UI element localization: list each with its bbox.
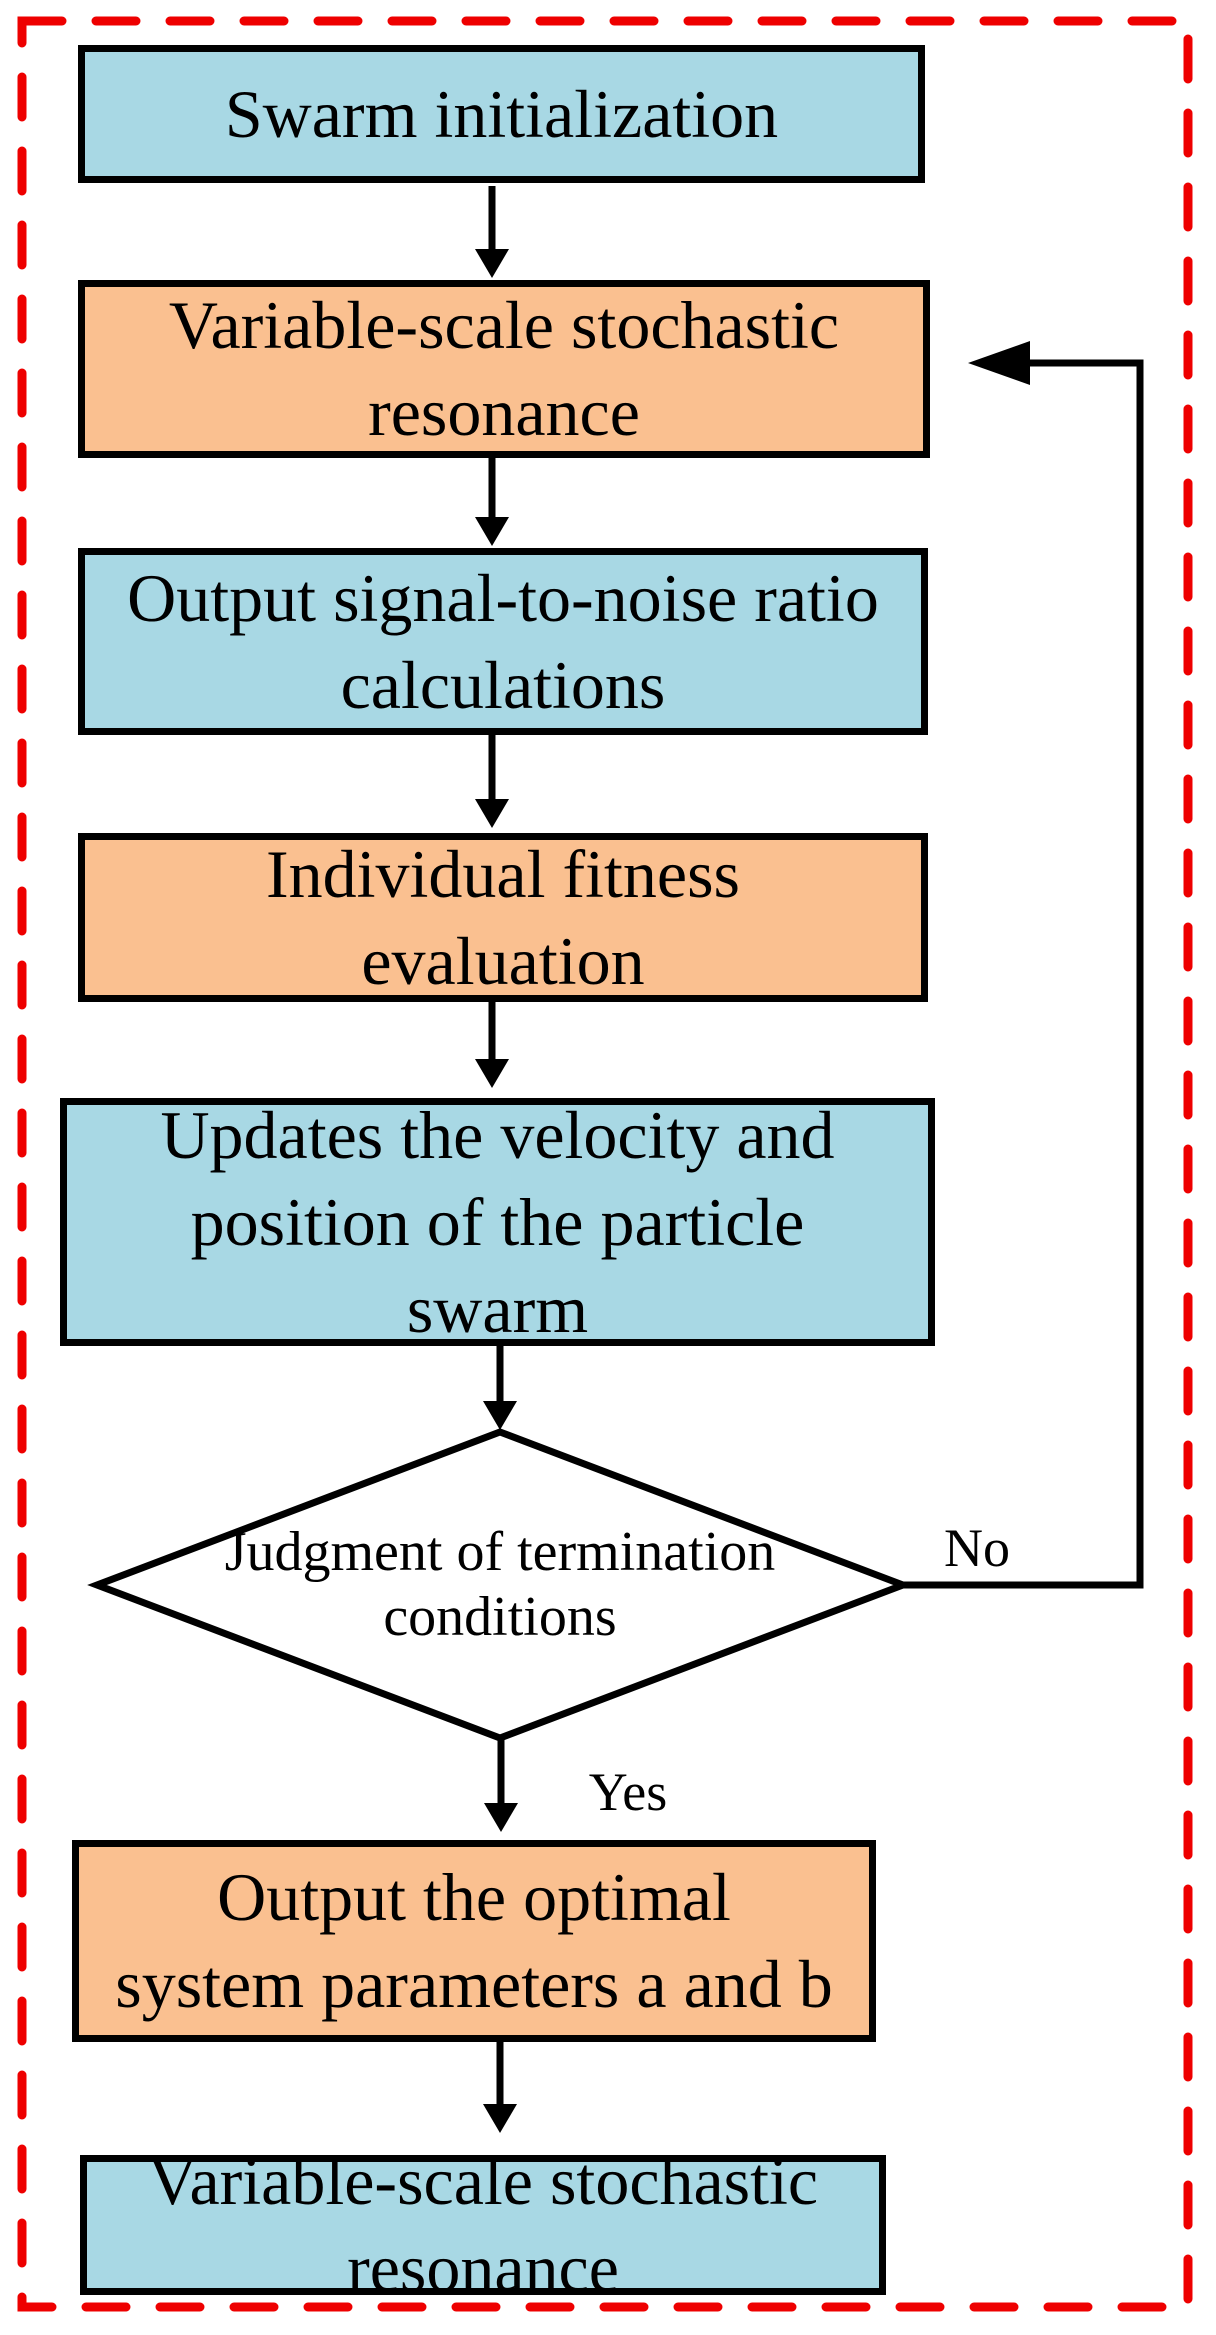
flow-node-variable-scale-stochastic-resonance-final: Variable-scale stochastic resonance — [80, 2155, 886, 2295]
flow-node-judgment-of-termination: Judgment of termination conditions — [97, 1432, 903, 1738]
arrowhead-feedback-to-vsr — [968, 341, 1030, 385]
flow-node-swarm-initialization: Swarm initialization — [78, 45, 925, 183]
flow-node-label: Output signal-to-noise ratio — [127, 559, 879, 636]
flow-node-label: Judgment of termination — [224, 1521, 776, 1583]
flow-node-label: Output the optimal — [217, 1859, 731, 1935]
flow-node-label: Variable-scale stochastic — [147, 2155, 819, 2219]
arrowhead-fitness-to-update — [475, 1059, 509, 1088]
flow-node-label: Updates the velocity and — [160, 1098, 835, 1173]
flow-node-label: swarm — [406, 1270, 589, 1346]
flow-node-output-snr-calculations: Output signal-to-noise ratio calculation… — [78, 548, 928, 735]
flow-node-label: Individual fitness — [265, 835, 741, 912]
flow-node-output-optimal-parameters: Output the optimal system parameters a a… — [72, 1840, 876, 2042]
arrowhead-init-to-vsr — [475, 249, 509, 278]
arrowhead-yes-decision-to-output — [484, 1803, 518, 1832]
flow-node-label: Swarm initialization — [224, 75, 779, 152]
arrowhead-output-to-final — [483, 2104, 517, 2133]
outer-dashed-border — [17, 16, 1193, 2312]
edge-label-yes: Yes — [588, 1762, 668, 1822]
flow-node-label: position of the particle — [190, 1183, 805, 1260]
flow-node-label: Variable-scale stochastic — [168, 287, 840, 363]
arrowhead-update-to-decision — [483, 1401, 517, 1430]
flow-node-update-velocity-and-position: Updates the velocity and position of the… — [60, 1098, 935, 1346]
flow-node-label: system parameters a and b — [115, 1946, 833, 2022]
arrowhead-vsr-to-snr — [475, 517, 509, 546]
edge-label-no: No — [944, 1518, 1010, 1578]
flow-node-label: evaluation — [361, 922, 645, 999]
flow-arrows — [475, 186, 1144, 2133]
feedback-no-line — [903, 359, 1144, 1589]
arrowhead-snr-to-fitness — [475, 799, 509, 828]
flow-node-label: resonance — [347, 2230, 619, 2295]
flow-node-label: conditions — [383, 1586, 617, 1648]
flow-node-label: calculations — [340, 646, 666, 723]
flow-node-individual-fitness-evaluation: Individual fitness evaluation — [78, 833, 928, 1002]
flow-node-variable-scale-stochastic-resonance: Variable-scale stochastic resonance — [78, 280, 930, 458]
flow-node-label: resonance — [368, 374, 640, 450]
